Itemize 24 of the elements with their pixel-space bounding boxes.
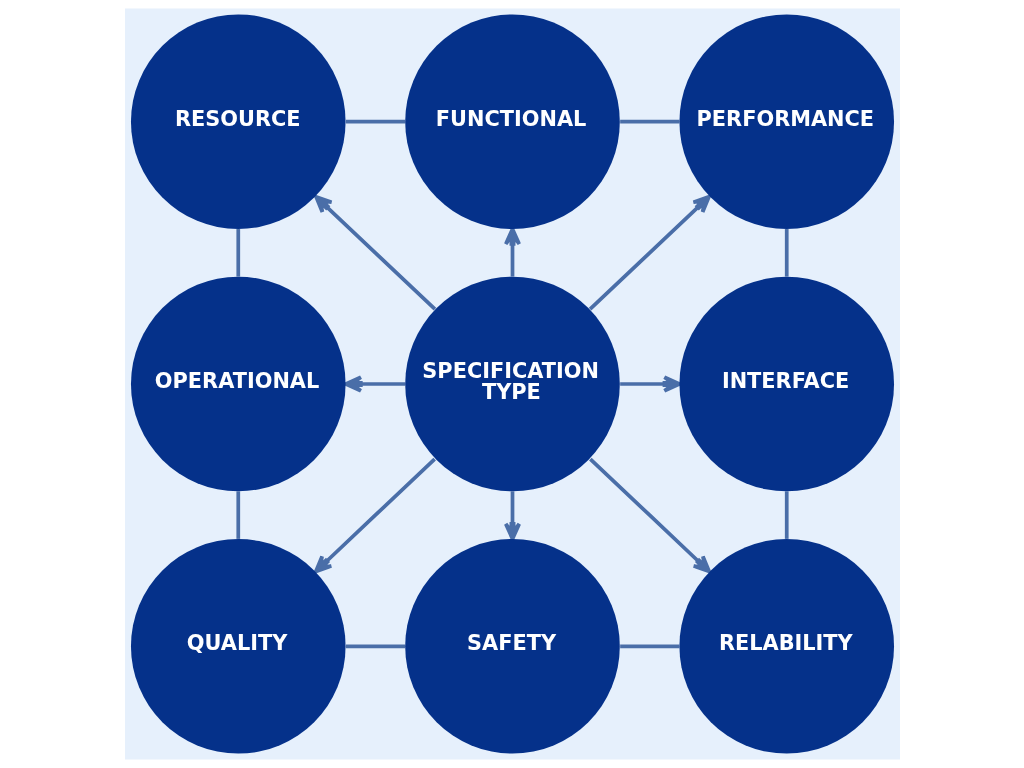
- connector: [345, 644, 405, 649]
- node-circle: QUALITY: [130, 539, 346, 754]
- arrow: [313, 194, 436, 311]
- node-circle: INTERFACE: [678, 276, 894, 492]
- connector: [235, 491, 240, 539]
- arrow: [313, 457, 436, 574]
- connector: [619, 644, 679, 649]
- node-circle: SAFETY: [404, 539, 620, 754]
- node-circle: RESOURCE: [130, 14, 346, 229]
- node-circle: PERFORMANCE: [678, 14, 894, 229]
- arrow: [588, 457, 711, 574]
- node-circle: RELABILITY: [678, 539, 894, 754]
- connector: [784, 491, 789, 539]
- connector: [619, 119, 679, 124]
- node-circle: OPERATIONAL: [130, 276, 346, 492]
- connector: [345, 119, 405, 124]
- connector: [784, 229, 789, 277]
- connector: [235, 229, 240, 277]
- arrow: [503, 491, 521, 541]
- node-circle: SPECIFICATION TYPE: [404, 276, 620, 492]
- arrow: [588, 194, 711, 311]
- node-circle: FUNCTIONAL: [404, 14, 620, 229]
- arrow: [503, 227, 521, 277]
- arrow: [343, 375, 405, 393]
